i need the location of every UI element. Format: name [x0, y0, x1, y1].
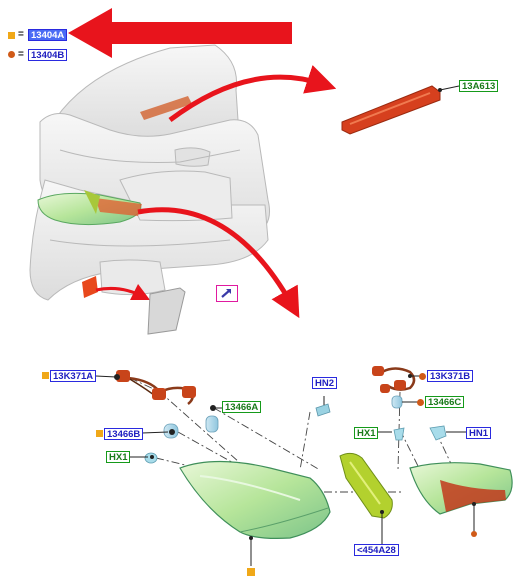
- legend-part-13404a[interactable]: 13404A: [28, 29, 68, 41]
- callout-13k371a[interactable]: 13K371A: [50, 370, 97, 382]
- callout-13466c-marker: [417, 399, 424, 406]
- callout-leaders: [95, 375, 222, 458]
- high-mount-stop-lamp-part: [341, 85, 460, 135]
- legend-square-marker: [8, 32, 15, 39]
- right-wiring-harness: [372, 366, 416, 393]
- bumper-reflector: [82, 276, 98, 298]
- external-link-icon[interactable]: [216, 285, 238, 302]
- right-bulbs: [391, 395, 447, 441]
- high-mount-lamp-location: [140, 96, 192, 120]
- callout-13k371b-marker: [419, 373, 426, 380]
- callout-hn1[interactable]: HN1: [466, 427, 492, 439]
- part-marker-circle: [471, 531, 477, 537]
- callout-454a28[interactable]: <454A28: [354, 544, 399, 556]
- left-bulbs: [144, 415, 219, 464]
- callout-13466a[interactable]: 13466A: [222, 401, 262, 413]
- callout-13k371a-marker: [42, 372, 49, 379]
- left-tail-lamp-assembly: [179, 460, 331, 539]
- external-link-arrow-icon: [221, 289, 231, 298]
- right-tail-lamp-assembly: [409, 462, 513, 515]
- legend-equals-2: =: [18, 49, 24, 60]
- hn2-screw: [315, 396, 331, 417]
- installed-tail-lamp: [37, 190, 142, 226]
- part-marker-square: [247, 568, 255, 576]
- legend-circle-marker: [8, 51, 15, 58]
- legend-equals-1: =: [18, 29, 24, 40]
- callout-hx1-right[interactable]: HX1: [354, 427, 379, 439]
- callout-13a613[interactable]: 13A613: [459, 80, 499, 92]
- callout-hx1-left[interactable]: HX1: [106, 451, 131, 463]
- bumper-insert-part: [147, 287, 186, 335]
- red-curved-arrows: [95, 65, 337, 319]
- callout-13466c[interactable]: 13466C: [425, 396, 465, 408]
- callout-13k371b[interactable]: 13K371B: [427, 370, 474, 382]
- callout-13466b-marker: [96, 430, 103, 437]
- callout-hn2[interactable]: HN2: [312, 377, 338, 389]
- legend-part-13404b[interactable]: 13404B: [28, 49, 68, 61]
- callout-13466b[interactable]: 13466B: [104, 428, 144, 440]
- left-wiring-harness: [116, 370, 196, 405]
- red-pointer-arrow-icon: [68, 8, 292, 58]
- lamp-gasket-part: [339, 452, 393, 519]
